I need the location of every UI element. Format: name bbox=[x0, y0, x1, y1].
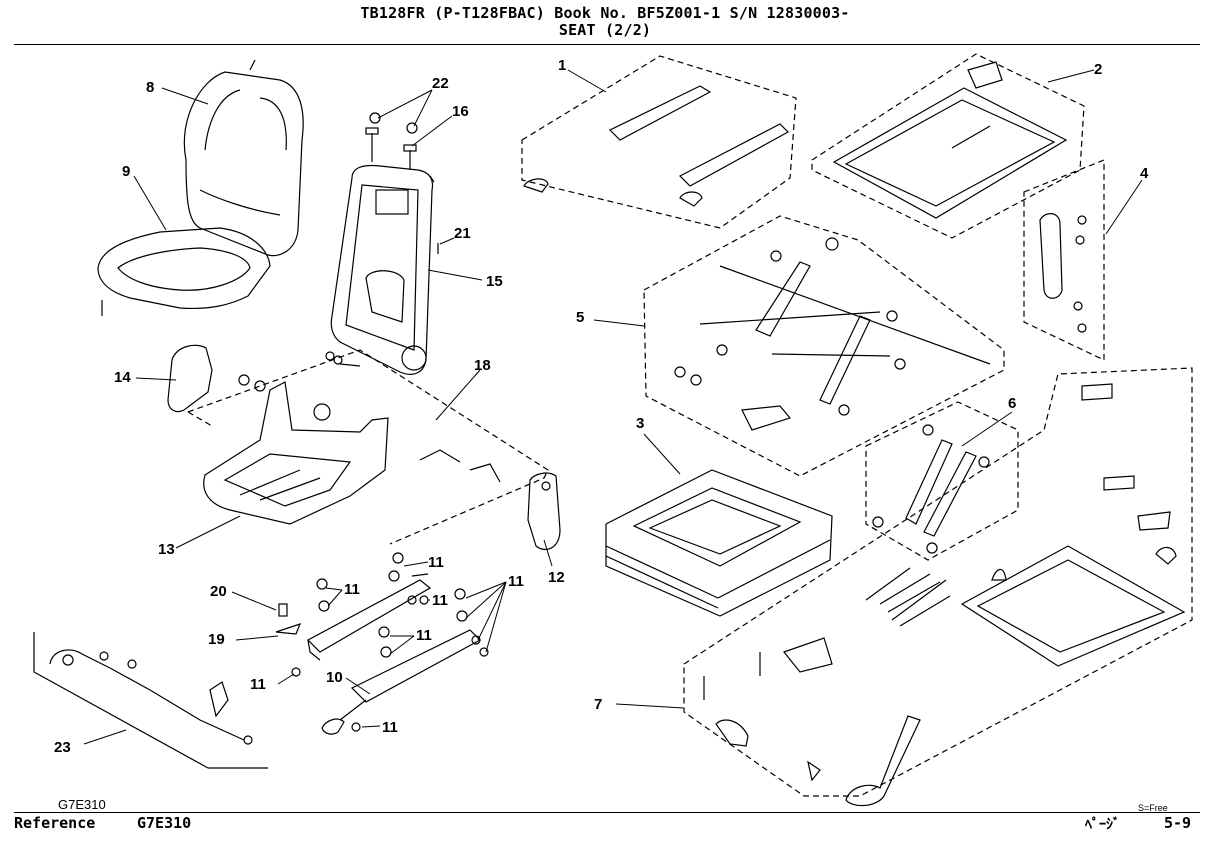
part-5-scissor-link-dashed-group bbox=[643, 215, 1005, 477]
part-13-seat-pan bbox=[203, 381, 389, 525]
part-6-shock-absorber-dashed-group bbox=[865, 401, 1019, 561]
part-23-seat-belt bbox=[33, 632, 268, 769]
part-10-slide-rails bbox=[291, 552, 489, 735]
page-number: 5-9 bbox=[1164, 814, 1192, 832]
callout-11d: 11 bbox=[508, 573, 524, 590]
part-18-recliner-mechanism-dashed-group bbox=[187, 349, 549, 545]
footer-rule bbox=[14, 812, 1200, 813]
callout-2: 2 bbox=[1094, 61, 1102, 78]
leader-lines bbox=[83, 69, 1143, 745]
callout-13: 13 bbox=[158, 541, 175, 558]
callout-11a: 11 bbox=[428, 554, 444, 571]
part-1-slide-rail-dashed-group bbox=[521, 55, 797, 229]
callout-4: 4 bbox=[1140, 165, 1149, 182]
callout-labels: 1 2 3 4 5 6 7 8 9 10 11 11 11 11 11 11 1… bbox=[54, 57, 1149, 756]
callout-20: 20 bbox=[210, 583, 227, 600]
reference-code: G7E310 bbox=[137, 814, 192, 832]
callout-18: 18 bbox=[474, 357, 491, 374]
part-3-cushion-frame bbox=[605, 469, 833, 617]
part-8-backrest-cushion bbox=[183, 59, 304, 257]
header-rule bbox=[14, 44, 1200, 45]
part-15-backrest-frame bbox=[330, 164, 434, 375]
part-4-bracket-dashed-group bbox=[1023, 159, 1105, 361]
callout-3: 3 bbox=[636, 415, 644, 432]
callout-11f: 11 bbox=[250, 676, 266, 693]
part-2-base-plate-dashed-group bbox=[811, 53, 1085, 239]
part-19-20-lever bbox=[275, 603, 302, 635]
callout-11e: 11 bbox=[416, 627, 432, 644]
callout-14: 14 bbox=[114, 369, 131, 386]
callout-9: 9 bbox=[122, 163, 130, 180]
callout-23: 23 bbox=[54, 739, 71, 756]
drawing-code: G7E310 bbox=[58, 797, 106, 812]
header-title: TB128FR (P-T128FBAC) Book No. BF5Z001-1 … bbox=[360, 4, 850, 22]
callout-6: 6 bbox=[1008, 395, 1016, 412]
callout-7: 7 bbox=[594, 696, 602, 713]
callout-8: 8 bbox=[146, 79, 154, 96]
callout-11b: 11 bbox=[344, 581, 360, 598]
reference-label: Reference bbox=[14, 814, 96, 832]
callout-19: 19 bbox=[208, 631, 225, 648]
page-word: ﾍﾟｰｼﾞ bbox=[1085, 817, 1120, 833]
callout-12: 12 bbox=[548, 569, 565, 586]
callout-15: 15 bbox=[486, 273, 503, 290]
part-14-side-cover bbox=[167, 344, 213, 413]
callout-10: 10 bbox=[326, 669, 343, 686]
scale-note: S=Free bbox=[1138, 803, 1168, 813]
callout-11c: 11 bbox=[432, 592, 448, 609]
callout-5: 5 bbox=[576, 309, 584, 326]
callout-21: 21 bbox=[454, 225, 471, 242]
callout-16: 16 bbox=[452, 103, 469, 120]
part-12-side-cover bbox=[527, 472, 561, 551]
callout-22: 22 bbox=[432, 75, 449, 92]
part-22-16-bolts bbox=[365, 112, 439, 254]
callout-11g: 11 bbox=[382, 719, 398, 736]
part-9-seat-cushion bbox=[97, 227, 271, 316]
part-7-suspension-base-dashed-group bbox=[683, 367, 1193, 807]
callout-1: 1 bbox=[558, 57, 566, 74]
header-subtitle: SEAT (2/2) bbox=[558, 21, 652, 39]
